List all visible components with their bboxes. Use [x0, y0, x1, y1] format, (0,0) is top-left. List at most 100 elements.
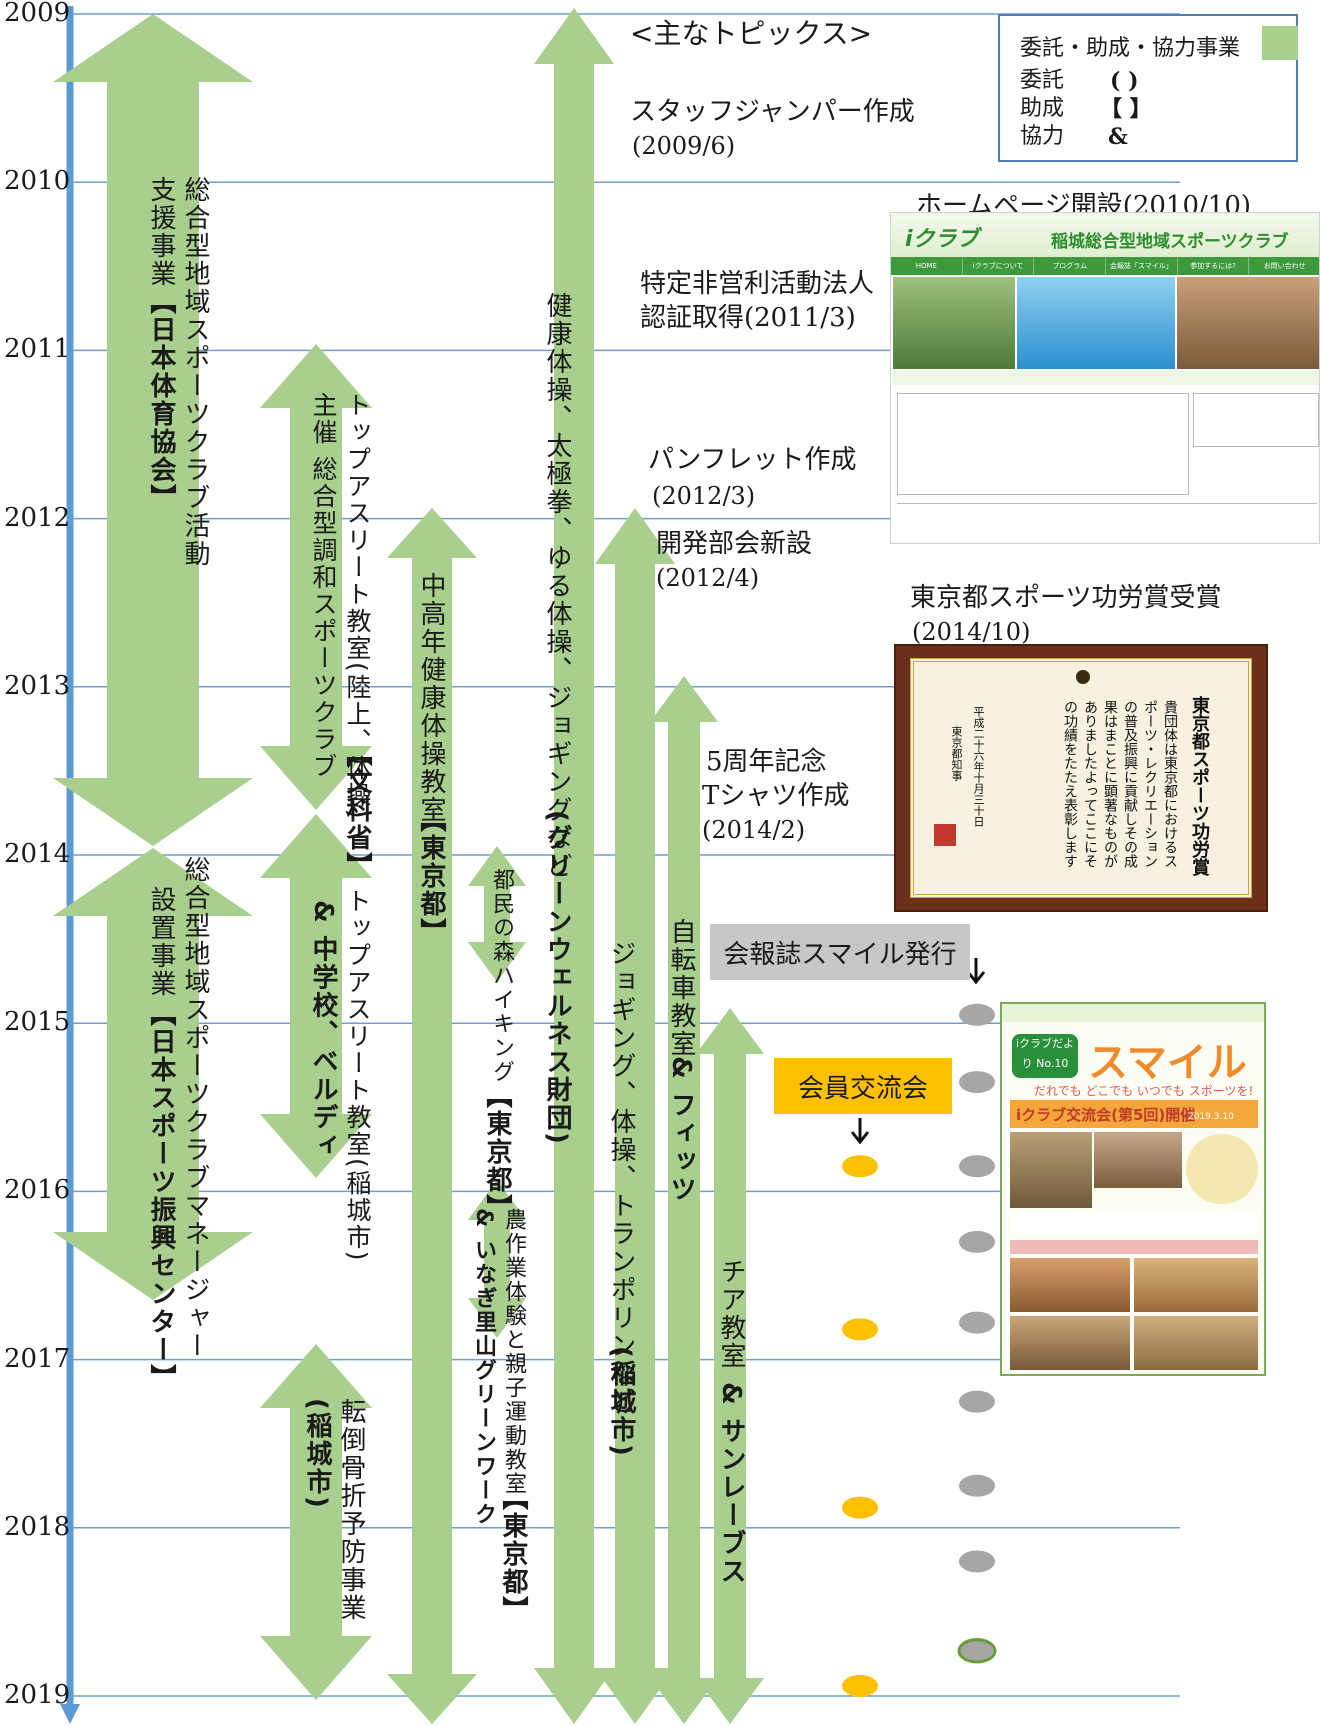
program-6-org: 【東京都】 — [416, 806, 446, 946]
exchange-pointer — [850, 1118, 870, 1145]
certificate-date: 平成二十六年十月三十日 — [972, 706, 985, 827]
legend-josei-label: 助成 — [1020, 96, 1065, 121]
program-arrow-9 — [534, 8, 614, 1724]
year-label-2012: 2012 — [4, 502, 71, 533]
legend: 委託・助成・協力事業 委託 ( ) 助成 【 】 協力 & — [998, 14, 1298, 162]
topic-staff-jumper: スタッフジャンパー作成 — [630, 97, 915, 127]
program-arrow-6 — [387, 508, 477, 1724]
program-5-line1: 転倒骨折予防事業 — [336, 1398, 366, 1622]
year-label-2013: 2013 — [4, 670, 71, 701]
legend-swatch — [1262, 26, 1298, 60]
program-1-org: 【日本体育協会】 — [146, 288, 176, 512]
legend-josei-mark: 【 】 — [1100, 96, 1152, 122]
topic-dev-committee-date: (2012/4) — [656, 564, 760, 592]
program-7-line1: 都民の森ハイキング — [489, 868, 514, 1084]
program-1-line2: 支援事業 — [146, 176, 176, 288]
program-12-line2: & サンレーブス — [716, 1382, 746, 1586]
axis-arrowhead — [60, 1704, 80, 1724]
website-club-name: 稲城総合型地域スポーツクラブ — [1051, 232, 1289, 252]
program-arrow-7 — [468, 846, 526, 982]
certificate-body: 貴団体は東京都におけるスポーツ・レクリエーションの普及振興に貢献しその成果はまこ… — [1062, 700, 1178, 868]
program-4-line2: & 中学校、ベルディ — [308, 900, 338, 1160]
program-3-org: 【文科省】 — [342, 740, 372, 880]
smile-headline: iクラブ交流会(第5回)開催 — [1016, 1106, 1196, 1124]
year-label-2010: 2010 — [4, 166, 71, 197]
smile-date: 2019.3.10 — [1188, 1112, 1234, 1122]
program-arrow-11 — [650, 676, 718, 1724]
certificate-signer: 東京都知事 — [950, 726, 963, 781]
program-11-line1: 自転車教室 — [666, 918, 696, 1058]
smile-tagline: だれでも どこでも いつでも スポーツを! — [1034, 1084, 1254, 1098]
program-arrow-8 — [468, 1180, 526, 1338]
year-label-2019: 2019 — [4, 1680, 71, 1710]
topic-tshirt: Tシャツ作成 — [702, 781, 850, 811]
newsletter-dot-3 — [959, 1155, 995, 1178]
topic-award-date: (2014/10) — [912, 618, 1031, 646]
newsletter-dot-8 — [959, 1550, 995, 1573]
program-8-line1: 農作業体験と親子運動教室 — [501, 1208, 526, 1496]
newsletter-dot-1 — [959, 1003, 995, 1026]
topic-pamphlet: パンフレット作成 — [648, 445, 857, 475]
topic-staff-jumper-date: (2009/6) — [632, 132, 736, 160]
website-logo: iクラブ — [905, 227, 979, 252]
newsletter-badge: 会報誌スマイル発行 — [710, 924, 970, 980]
program-8-org: 【東京都】 — [498, 1484, 528, 1624]
program-9-line1: 健康体操、太極拳、ゆる体操、ジョギングなど — [542, 292, 572, 880]
year-label-2016: 2016 — [4, 1175, 71, 1206]
smile-title: スマイル — [1088, 1040, 1247, 1086]
legend-itaku-label: 委託 — [1020, 68, 1065, 93]
newsletter-pointer — [966, 958, 986, 985]
exchange-dot-1 — [842, 1155, 878, 1178]
year-label-2017: 2017 — [4, 1343, 71, 1374]
program-2-org: 【日本スポーツ振興センター】 — [146, 1000, 176, 1392]
topic-5th-anniv: 5周年記念 — [706, 747, 827, 777]
program-9-org: (グリーンウェルネス財団) — [542, 810, 572, 1146]
program-2-line1: 総合型地域スポーツクラブマネージャー — [180, 856, 210, 1360]
program-12-line1: チア教室 — [716, 1258, 746, 1370]
program-6-line1: 中高年健康体操教室 — [416, 572, 446, 824]
smile-newsletter: iクラブだより No.10 スマイル だれでも どこでも いつでも スポーツを!… — [1000, 1002, 1266, 1376]
program-1-line1: 総合型地域スポーツクラブ活動 — [180, 176, 210, 568]
website-nav-item-3: プログラム — [1034, 257, 1107, 275]
newsletter-dot-6 — [959, 1390, 995, 1413]
program-arrow-4 — [260, 814, 372, 1178]
topic-tshirt-date: (2014/2) — [702, 816, 806, 844]
year-label-2011: 2011 — [4, 334, 71, 365]
program-arrow-12 — [696, 1008, 764, 1724]
website-nav-item-6: お問い合わせ — [1249, 257, 1319, 275]
newsletter-dot-highlight — [957, 1638, 997, 1664]
legend-kyoryoku-label: 協力 — [1020, 124, 1065, 149]
website-nav-item-4: 会報誌「スマイル」 — [1106, 257, 1178, 275]
topic-npo-line2: 認証取得(2011/3) — [640, 303, 856, 333]
program-arrow-1 — [53, 14, 253, 846]
program-8-line2: & いなぎ里山グリーンワーク — [471, 1208, 496, 1527]
exchange-dot-2 — [842, 1318, 878, 1341]
topic-dev-committee: 開発部会新設 — [656, 529, 813, 559]
year-label-2009: 2009 — [4, 0, 71, 28]
newsletter-dot-7 — [959, 1474, 995, 1497]
award-certificate: 東京都スポーツ功労賞 貴団体は東京都におけるスポーツ・レクリエーションの普及振興… — [894, 644, 1268, 912]
newsletter-dot-4 — [959, 1230, 995, 1253]
certificate-title: 東京都スポーツ功労賞 — [1189, 696, 1210, 876]
legend-title: 委託・助成・協力事業 — [1020, 36, 1241, 61]
exchange-badge: 会員交流会 — [774, 1058, 952, 1114]
newsletter-dot-2 — [959, 1071, 995, 1094]
program-arrow-10 — [595, 508, 675, 1724]
website-nav-item-5: 参加するには? — [1178, 257, 1250, 275]
program-4-line1: トップアスリート教室(稲城市) — [343, 888, 372, 1263]
website-nav-item-2: iクラブについて — [963, 257, 1035, 275]
program-11-line2: & フィッツ — [666, 1056, 696, 1204]
legend-itaku-mark: ( ) — [1110, 68, 1139, 94]
program-2-line2: 設置事業 — [146, 886, 176, 998]
topic-pamphlet-date: (2012/3) — [652, 482, 756, 510]
program-3-line1: トップアスリート教室(陸上、体操) — [343, 392, 372, 821]
program-arrow-5 — [260, 1344, 372, 1700]
website-nav-item-1: HOME — [891, 257, 963, 275]
topic-npo-line1: 特定非営利活動法人 — [640, 269, 875, 299]
exchange-dot-4 — [842, 1674, 878, 1697]
program-arrow-3 — [260, 344, 372, 810]
